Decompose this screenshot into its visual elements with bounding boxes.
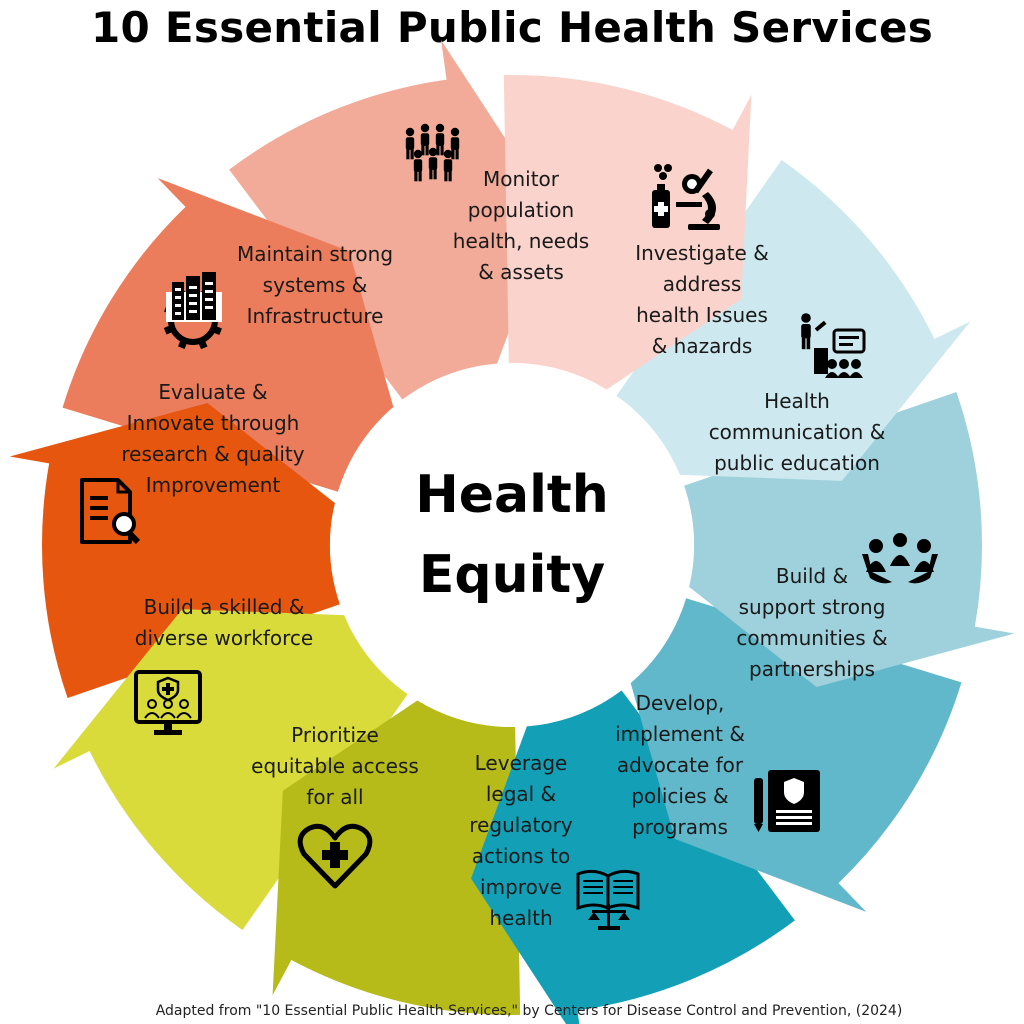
service-4-label: communities & <box>736 626 887 650</box>
service-2-label: & hazards <box>652 334 753 358</box>
document-search-icon <box>80 478 141 545</box>
microscope-icon <box>652 164 720 230</box>
service-6-label: actions to <box>472 844 570 868</box>
service-5-label: implement & <box>615 722 745 746</box>
service-7-label: equitable access <box>251 754 419 778</box>
segment-2 <box>616 159 971 481</box>
service-5-label: programs <box>632 815 728 839</box>
segment-5 <box>471 690 795 1024</box>
center-circle <box>330 363 694 727</box>
service-2-label: health Issues <box>636 303 768 327</box>
service-5-label: Develop, <box>636 691 725 715</box>
service-1-label: health, needs <box>453 229 589 253</box>
service-6-label: health <box>489 906 552 930</box>
service-1-label: & assets <box>478 260 564 284</box>
segment-4 <box>624 598 962 912</box>
center-label-line1: Health <box>415 465 609 525</box>
service-9-label: Evaluate & <box>158 380 267 404</box>
service-9-label: Innovate through <box>127 411 300 435</box>
service-8-label: diverse workforce <box>135 626 313 650</box>
service-4-label: Build & <box>776 564 848 588</box>
center-label-line2: Equity <box>419 545 605 605</box>
service-6-label: Leverage <box>475 751 568 775</box>
service-3-label: public education <box>714 451 880 475</box>
service-8-label: Build a skilled & <box>144 595 305 619</box>
policy-document-icon <box>754 770 820 832</box>
service-6-label: regulatory <box>469 813 573 837</box>
service-9-label: research & quality <box>121 442 304 466</box>
service-4-label: support strong <box>739 595 886 619</box>
segment-10 <box>229 39 553 400</box>
speaker-audience-icon <box>801 313 866 378</box>
source-citation: Adapted from "10 Essential Public Health… <box>155 1003 903 1019</box>
service-2-label: address <box>663 272 742 296</box>
service-1-label: Monitor <box>483 167 560 191</box>
service-5-label: policies & <box>631 784 728 808</box>
service-1-label: population <box>468 198 574 222</box>
service-10-label: Infrastructure <box>247 304 384 328</box>
segment-9 <box>62 178 400 492</box>
page-title: 10 Essential Public Health Services <box>90 3 934 52</box>
population-icon <box>405 123 460 182</box>
workforce-monitor-icon <box>134 670 202 735</box>
service-3-label: Health <box>764 389 830 413</box>
segment-6 <box>272 688 521 1015</box>
segment-1 <box>503 75 752 402</box>
service-6-label: improve <box>480 875 562 899</box>
service-2-label: Investigate & <box>635 241 769 265</box>
service-7-label: Prioritize <box>291 723 379 747</box>
wheel-icons <box>80 123 938 930</box>
service-9-label: Improvement <box>146 473 281 497</box>
community-hands-icon <box>862 533 938 584</box>
service-3-label: communication & <box>709 420 886 444</box>
law-book-icon <box>576 869 640 930</box>
building-gear-icon <box>163 272 223 350</box>
wheel-segments <box>9 39 1015 1024</box>
service-10-label: Maintain strong <box>237 242 393 266</box>
service-6-label: legal & <box>486 782 556 806</box>
service-4-label: partnerships <box>749 657 875 681</box>
segment-7 <box>53 609 408 931</box>
service-5-label: advocate for <box>617 753 744 777</box>
service-10-label: systems & <box>263 273 368 297</box>
service-7-label: for all <box>306 785 363 809</box>
heart-plus-icon <box>297 823 373 889</box>
